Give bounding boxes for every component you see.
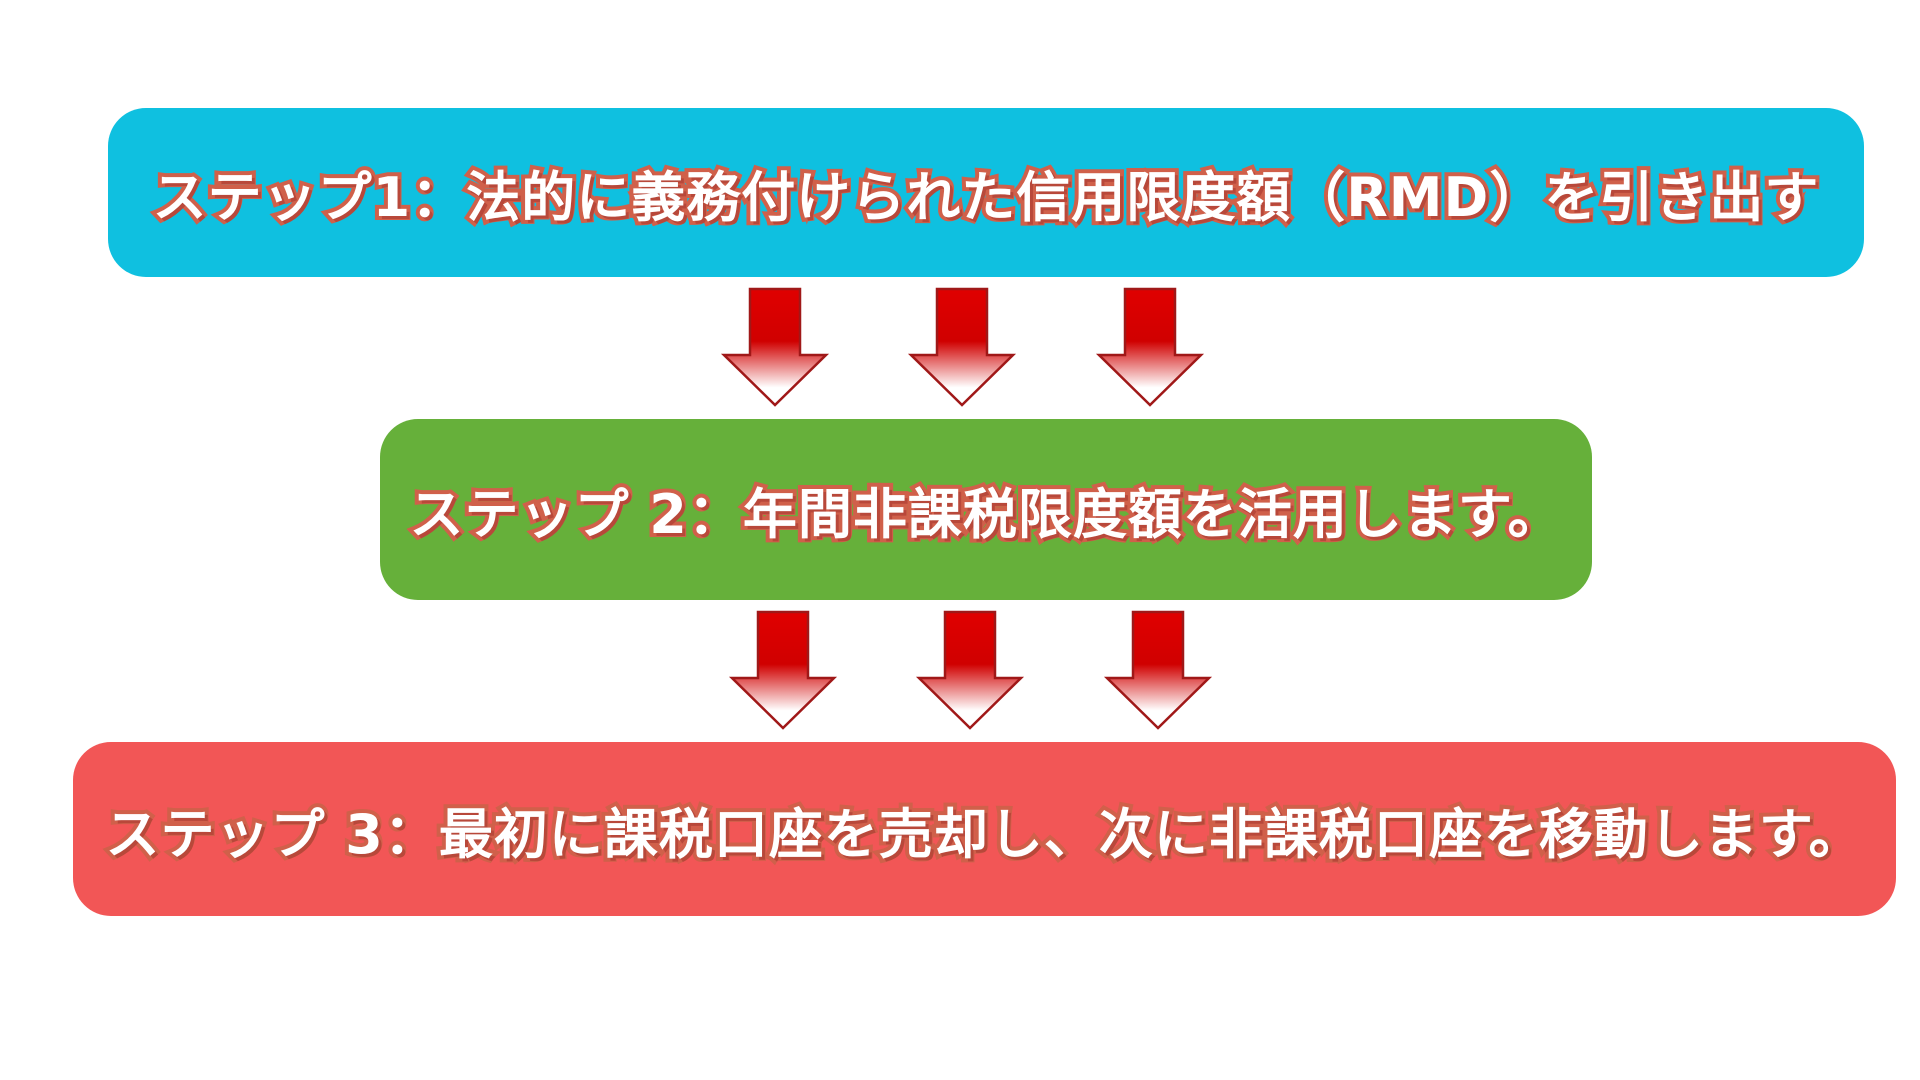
step-2-box: ステップ 2：年間非課税限度額を活用します。 (380, 419, 1592, 600)
step-3-box: ステップ 3：最初に課税口座を売却し、次に非課税口座を移動します。 (73, 742, 1896, 916)
step-2-label: ステップ 2：年間非課税限度額を活用します。 (406, 479, 1566, 550)
step-1-label: ステップ1：法的に義務付けられた信用限度額（RMD）を引き出す (149, 162, 1823, 233)
down-arrow-icon (720, 287, 830, 407)
down-arrow-icon (1103, 610, 1213, 730)
down-arrow-icon (907, 287, 1017, 407)
step-3-label: ステップ 3：最初に課税口座を売却し、次に非課税口座を移動します。 (102, 799, 1867, 870)
down-arrow-icon (915, 610, 1025, 730)
step-1-box: ステップ1：法的に義務付けられた信用限度額（RMD）を引き出す (108, 108, 1864, 277)
down-arrow-icon (728, 610, 838, 730)
down-arrow-icon (1095, 287, 1205, 407)
